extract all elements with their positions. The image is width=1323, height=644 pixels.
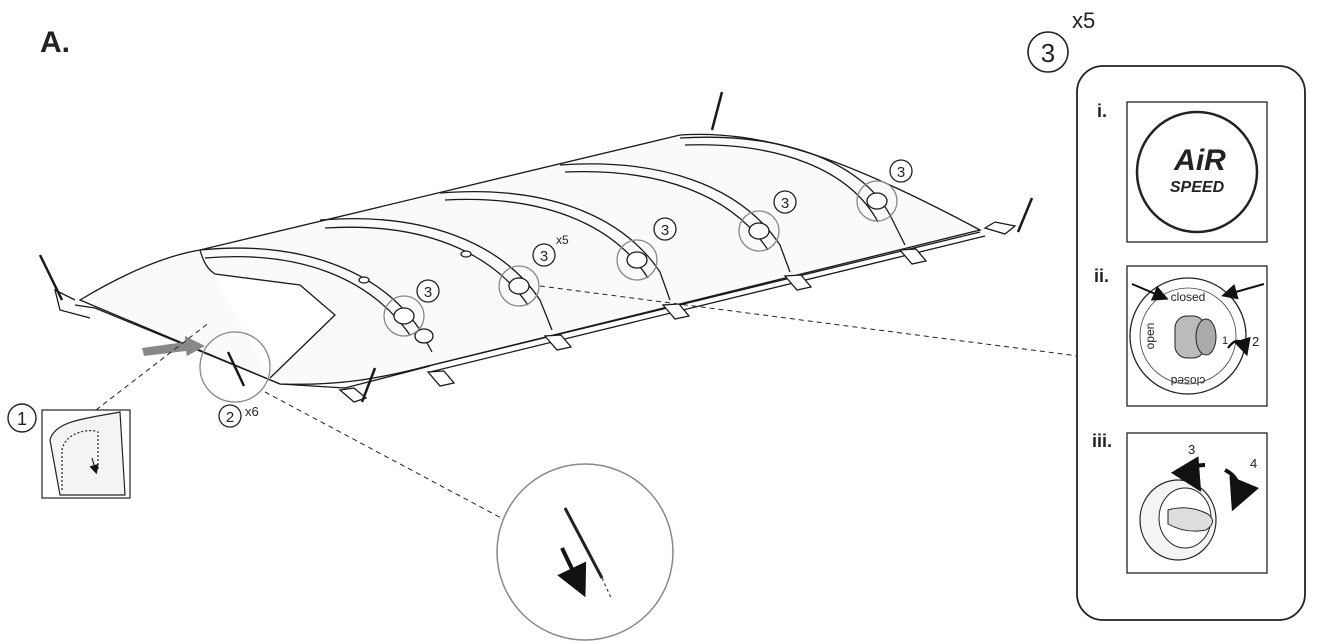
logo-text-air: AiR (1173, 144, 1226, 177)
callout-1-marker (7, 403, 37, 433)
callout-2-multiplier: x6 (245, 404, 259, 419)
svg-text:3: 3 (540, 248, 548, 265)
svg-text:3: 3 (661, 222, 669, 239)
valve-open-left: open (1143, 323, 1157, 350)
svg-text:3: 3 (781, 195, 789, 212)
airspeed-logo (1135, 110, 1259, 234)
arrow-label-3: 3 (1188, 442, 1195, 457)
valve-illustration (1129, 277, 1265, 395)
substep-i-label: i. (1097, 101, 1107, 121)
callout-1-label: 1 (17, 409, 27, 429)
peg-zoom-marker (199, 331, 271, 403)
svg-text:3: 3 (897, 164, 905, 181)
panel-callout-multiplier: x5 (1072, 8, 1095, 33)
direction-arrow (142, 336, 205, 356)
panel-callout-label: 3 (1041, 38, 1055, 68)
svg-text:3: 3 (424, 284, 432, 301)
logo-text-speed: SPEED (1170, 179, 1225, 196)
arrow-label-1: 1 (1222, 335, 1228, 347)
callout-2-marker (218, 404, 242, 428)
callout-2-label: 2 (226, 409, 234, 426)
tent-illustration (38, 91, 1034, 403)
panel-callout-marker (1027, 31, 1069, 73)
valve-callouts: 3 3 x5 3 3 3 (416, 159, 913, 303)
peg-leader-line (264, 391, 506, 521)
arrow-label-4: 4 (1250, 456, 1257, 471)
peg-zoom-circle (496, 463, 674, 641)
valve-closed-top: closed (1171, 290, 1206, 304)
substep-ii-label: ii. (1094, 266, 1109, 286)
substep-iii-label: iii. (1092, 431, 1112, 451)
cap-illustration (1139, 456, 1259, 561)
door-leader-line (95, 321, 211, 411)
arrow-label-2: 2 (1252, 334, 1259, 349)
valve-leader-line (539, 285, 1079, 357)
valve-closed-bottom: closed (1171, 374, 1206, 388)
step-letter: A. (40, 26, 70, 59)
svg-text:x5: x5 (556, 233, 569, 247)
door-inset (41, 409, 131, 499)
